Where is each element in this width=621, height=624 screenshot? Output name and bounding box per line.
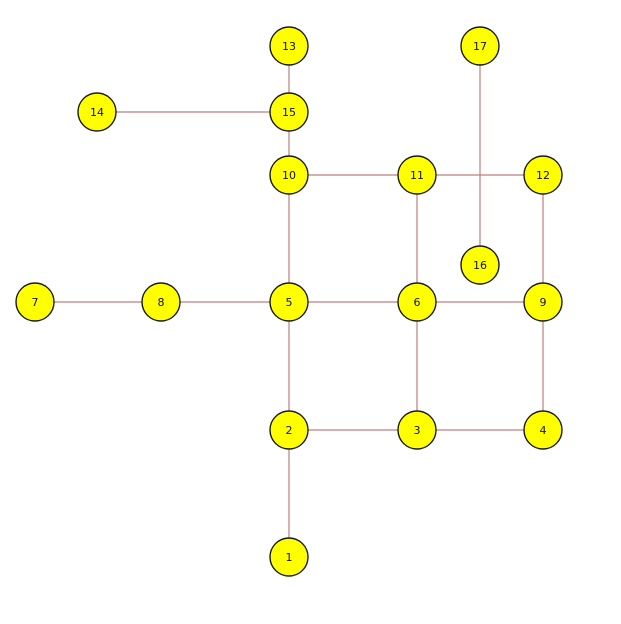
node-circle-12: [523, 155, 563, 195]
node-circle-1: [269, 537, 309, 577]
node-circle-15: [269, 92, 309, 132]
node-circle-6: [397, 282, 437, 322]
graph-node-4: 4: [523, 410, 563, 450]
graph-node-13: 13: [269, 26, 309, 66]
graph-node-11: 11: [397, 155, 437, 195]
graph-node-9: 9: [523, 282, 563, 322]
node-circle-17: [460, 26, 500, 66]
node-circle-3: [397, 410, 437, 450]
node-circle-11: [397, 155, 437, 195]
graph-node-3: 3: [397, 410, 437, 450]
node-circle-5: [269, 282, 309, 322]
graph-node-10: 10: [269, 155, 309, 195]
node-circle-10: [269, 155, 309, 195]
node-circle-4: [523, 410, 563, 450]
node-circle-9: [523, 282, 563, 322]
node-circle-14: [77, 92, 117, 132]
graph-node-6: 6: [397, 282, 437, 322]
graph-node-15: 15: [269, 92, 309, 132]
node-circle-16: [460, 245, 500, 285]
node-circle-7: [15, 282, 55, 322]
graph-node-2: 2: [269, 410, 309, 450]
edges-layer: [35, 46, 544, 557]
graph-node-5: 5: [269, 282, 309, 322]
graph-node-16: 16: [460, 245, 500, 285]
graph-node-7: 7: [15, 282, 55, 322]
graph-node-17: 17: [460, 26, 500, 66]
node-circle-2: [269, 410, 309, 450]
graph-node-8: 8: [141, 282, 181, 322]
node-circle-13: [269, 26, 309, 66]
node-circle-8: [141, 282, 181, 322]
graph-node-14: 14: [77, 92, 117, 132]
graph-node-1: 1: [269, 537, 309, 577]
graph-node-12: 12: [523, 155, 563, 195]
